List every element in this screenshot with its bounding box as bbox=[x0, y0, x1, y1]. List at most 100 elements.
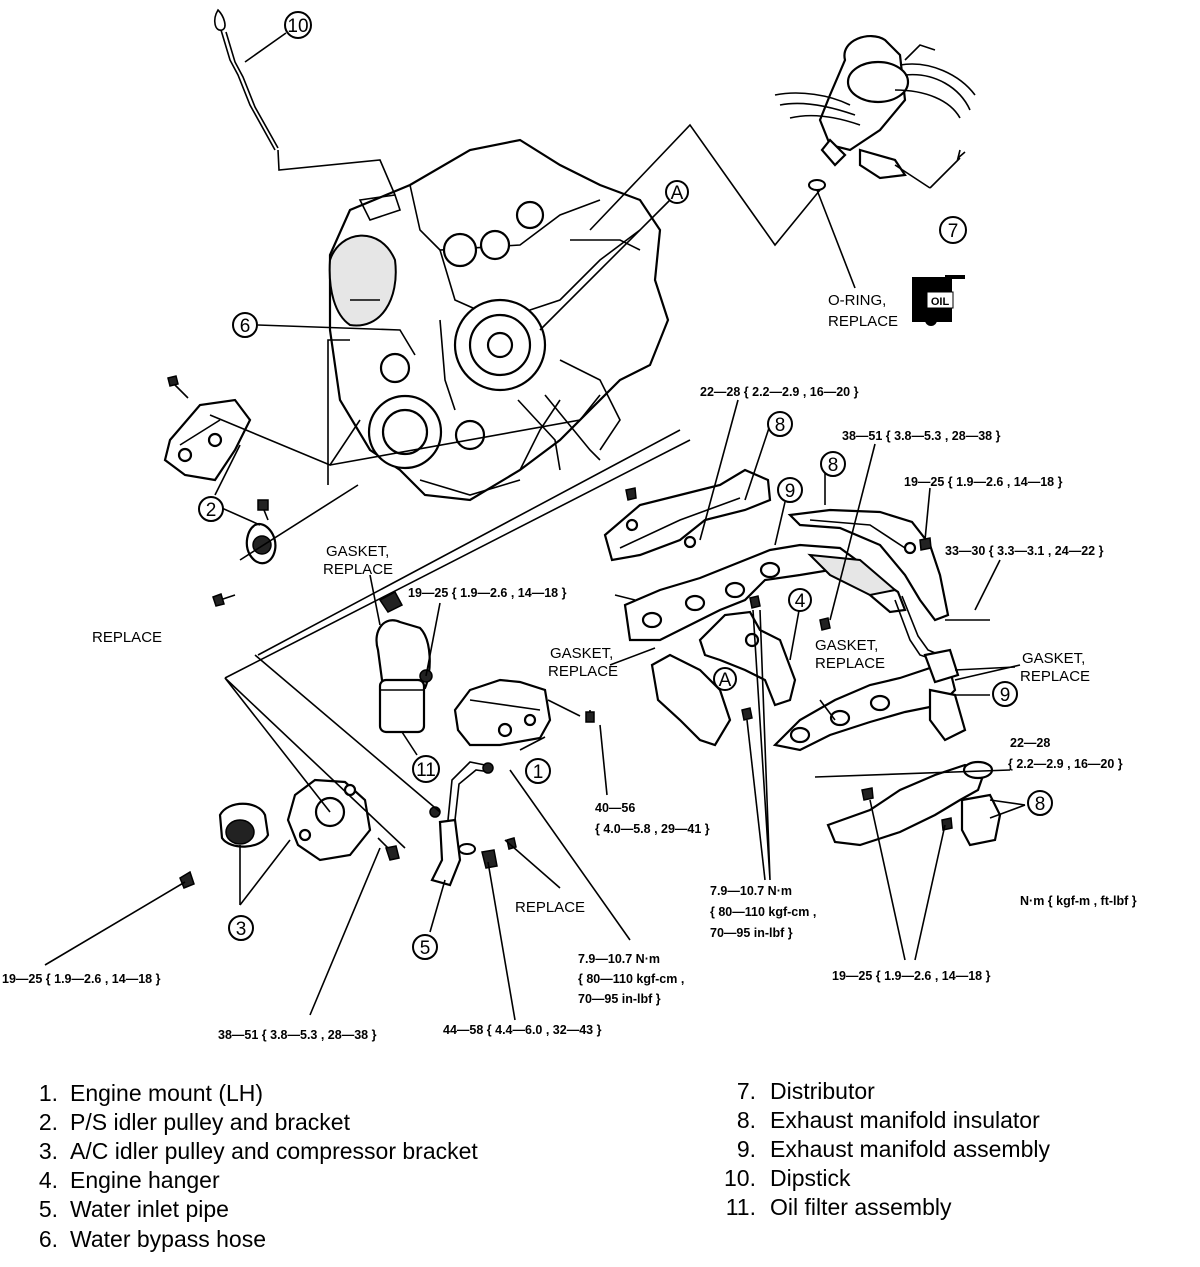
distributor bbox=[774, 35, 976, 191]
legend-text: Engine mount (LH) bbox=[70, 1080, 263, 1106]
exhaust-manifold-insulator-upper bbox=[603, 468, 772, 562]
callout-9-lower: 9 bbox=[992, 681, 1018, 707]
legend-num: 9. bbox=[737, 1136, 756, 1162]
water-inlet-pipe bbox=[429, 761, 517, 887]
svg-text:9: 9 bbox=[785, 481, 796, 502]
legend-num: 10. bbox=[724, 1165, 756, 1191]
svg-text:5: 5 bbox=[420, 938, 431, 959]
torque-19-25-bottom-right: 19—25 { 1.9—2.6 , 14—18 } bbox=[832, 969, 991, 983]
torque-33-30: 33—30 { 3.3—3.1 , 24—22 } bbox=[945, 544, 1104, 558]
right-leaders bbox=[519, 399, 1026, 961]
leader-oring bbox=[816, 189, 856, 289]
svg-text:8: 8 bbox=[828, 455, 839, 476]
callout-1: 1 bbox=[525, 758, 551, 784]
torque-22-28-right-line2: { 2.2—2.9 , 16—20 } bbox=[1008, 757, 1123, 771]
legend-text: Distributor bbox=[770, 1078, 875, 1104]
gasket-note-a-line2: REPLACE bbox=[323, 561, 393, 578]
heat-shield bbox=[650, 653, 753, 747]
oil-filter-assembly bbox=[369, 574, 441, 756]
callout-11: 11 bbox=[412, 755, 440, 783]
torque-22-28-right-line1: 22—28 bbox=[1010, 736, 1050, 750]
callout-7: 7 bbox=[939, 216, 967, 244]
units-note: N·m { kgf-m , ft-lbf } bbox=[1020, 894, 1137, 908]
torque-19-25-bottom-left: 19—25 { 1.9—2.6 , 14—18 } bbox=[2, 972, 161, 986]
torque-79-right-line2: { 80—110 kgf-cm , bbox=[710, 905, 816, 919]
callout-10: 10 bbox=[244, 11, 312, 63]
legend-left: 1. Engine mount (LH) 2. P/S idler pulley… bbox=[39, 1080, 479, 1252]
dipstick bbox=[213, 8, 396, 196]
legend-num: 6. bbox=[39, 1226, 58, 1252]
legend-text: Exhaust manifold insulator bbox=[770, 1107, 1040, 1133]
svg-text:9: 9 bbox=[1000, 685, 1011, 706]
svg-text:10: 10 bbox=[287, 16, 308, 37]
callout-2: 2 bbox=[198, 496, 224, 522]
callout-8-lower: 8 bbox=[1027, 790, 1053, 816]
ps-idler-bracket bbox=[163, 375, 361, 607]
legend-num: 8. bbox=[737, 1107, 756, 1133]
gasket-note-a-line1: GASKET, bbox=[326, 543, 389, 560]
svg-text:8: 8 bbox=[1035, 794, 1046, 815]
torque-79-left-line1: 7.9—10.7 N·m bbox=[578, 952, 660, 966]
torque-79-right-line1: 7.9—10.7 N·m bbox=[710, 884, 792, 898]
callout-3: 3 bbox=[228, 915, 254, 941]
gasket-note-b-line2: REPLACE bbox=[548, 663, 618, 680]
legend-num: 4. bbox=[39, 1167, 58, 1193]
legend-text: A/C idler pulley and compressor bracket bbox=[70, 1138, 478, 1164]
assembly-leaders bbox=[224, 339, 691, 849]
torque-79-left-line2: { 80—110 kgf-cm , bbox=[578, 972, 684, 986]
legend-num: 3. bbox=[39, 1138, 58, 1164]
legend-text: Engine hanger bbox=[70, 1167, 220, 1193]
svg-text:3: 3 bbox=[236, 919, 247, 940]
callout-8-mid: 8 bbox=[820, 451, 846, 477]
callout-a-upper: A bbox=[539, 180, 689, 331]
legend-num: 5. bbox=[39, 1196, 58, 1222]
torque-40-56-line2: { 4.0—5.8 , 29—41 } bbox=[595, 822, 710, 836]
svg-text:4: 4 bbox=[795, 591, 806, 612]
torque-22-28-top: 22—28 { 2.2—2.9 , 16—20 } bbox=[700, 385, 859, 399]
svg-text:7: 7 bbox=[948, 221, 959, 242]
callout-4: 4 bbox=[788, 588, 812, 612]
legend-text: Water inlet pipe bbox=[70, 1196, 229, 1222]
torque-79-left-line3: 70—95 in-lbf } bbox=[578, 992, 661, 1006]
gasket-note-b-line1: GASKET, bbox=[550, 645, 613, 662]
gasket-note-d-line1: GASKET, bbox=[1022, 650, 1085, 667]
torque-79-right-line3: 70—95 in-lbf } bbox=[710, 926, 793, 940]
torque-38-51-right: 38—51 { 3.8—5.3 , 28—38 } bbox=[842, 429, 1001, 443]
gasket-note-d-line2: REPLACE bbox=[1020, 668, 1090, 685]
callout-6: 6 bbox=[232, 312, 258, 338]
svg-text:11: 11 bbox=[416, 760, 436, 781]
engine-hanger bbox=[698, 595, 831, 707]
oring-note-line2: REPLACE bbox=[828, 313, 898, 330]
svg-text:2: 2 bbox=[206, 500, 217, 521]
callout-9-upper: 9 bbox=[774, 477, 803, 546]
callout-5: 5 bbox=[412, 934, 438, 960]
exhaust-manifold-insulator-right bbox=[787, 508, 950, 622]
callout-a-lower: A bbox=[713, 667, 737, 691]
legend-num: 11. bbox=[726, 1194, 756, 1220]
exhaust-manifold-assembly-upper bbox=[623, 543, 941, 661]
leader-a-distributor bbox=[589, 123, 821, 247]
torque-44-58: 44—58 { 4.4—6.0 , 32—43 } bbox=[443, 1023, 602, 1037]
svg-text:A: A bbox=[671, 183, 684, 204]
torque-38-51-bottom: 38—51 { 3.8—5.3 , 28—38 } bbox=[218, 1028, 377, 1042]
bottom-leaders bbox=[44, 769, 631, 1021]
engine-mount-lh bbox=[453, 678, 595, 747]
torque-19-25-mid: 19—25 { 1.9—2.6 , 14—18 } bbox=[408, 586, 567, 600]
gasket-note-c-line1: GASKET, bbox=[815, 637, 878, 654]
legend-right: 7. Distributor 8. Exhaust manifold insul… bbox=[724, 1078, 1050, 1220]
svg-text:6: 6 bbox=[240, 316, 251, 337]
oil-badge: OIL bbox=[912, 275, 965, 326]
exhaust-manifold-assembly-lower bbox=[772, 648, 967, 752]
engine-block bbox=[328, 138, 670, 502]
legend-text: Oil filter assembly bbox=[770, 1194, 952, 1220]
callout-8-upper: 8 bbox=[767, 411, 793, 437]
replace-note-left: REPLACE bbox=[92, 629, 162, 646]
legend-text: Dipstick bbox=[770, 1165, 851, 1191]
exhaust-manifold-insulator-lower bbox=[826, 760, 1002, 847]
svg-text:8: 8 bbox=[775, 415, 786, 436]
torque-40-56-line1: 40—56 bbox=[595, 801, 635, 815]
legend-text: Water bypass hose bbox=[70, 1226, 266, 1252]
ac-idler-compressor-bracket bbox=[179, 778, 400, 889]
